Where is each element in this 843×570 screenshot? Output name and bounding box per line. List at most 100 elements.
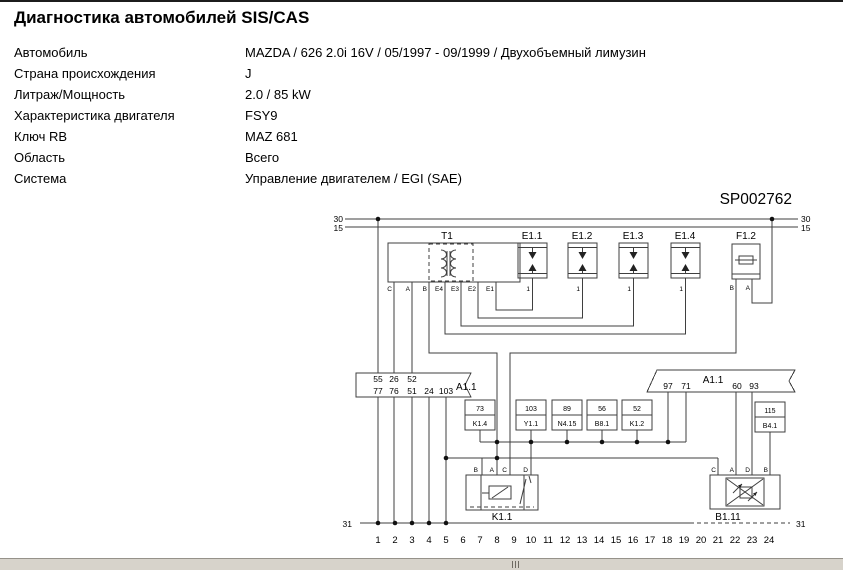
ref-pin: 52 xyxy=(633,406,641,413)
bottom-pin-numbers: 1 2 3 4 5 6 7 8 9 10 11 12 13 14 15 16 1… xyxy=(375,535,774,546)
pin-label: A xyxy=(406,286,411,293)
component-spark-plug-e11: E1.1 1 xyxy=(517,231,548,293)
sensor-icon xyxy=(726,478,764,506)
pin-number: 19 xyxy=(679,535,690,546)
ref-pin: 73 xyxy=(476,406,484,413)
pin-number: 16 xyxy=(628,535,639,546)
ecu-pin: 93 xyxy=(749,381,759,391)
pin-label: 1 xyxy=(627,286,631,293)
pin-label: 1 xyxy=(526,286,530,293)
row-value: MAZ 681 xyxy=(245,129,298,144)
row-value: Управление двигателем / EGI (SAE) xyxy=(245,171,462,186)
pin-label: C xyxy=(502,467,507,474)
component-label: K1.1 xyxy=(492,512,513,523)
scrollbar-grip-icon[interactable] xyxy=(508,561,522,568)
row-label: Литраж/Мощность xyxy=(14,87,126,102)
table-row: Литраж/Мощность 2.0 / 85 kW xyxy=(14,84,646,105)
ref-component: Y1.1 xyxy=(524,421,539,428)
ref-box-k14: 73 K1.4 xyxy=(464,399,496,431)
pin-label: A xyxy=(746,285,751,292)
ecu-pin: 55 xyxy=(373,374,383,384)
ecu-connector-left-a11: 55 26 52 77 76 51 24 103 A1.1 xyxy=(355,372,477,398)
wiring-diagram: SP002762 30 15 30 15 31 31 xyxy=(334,191,811,546)
ref-pin: 115 xyxy=(764,408,775,415)
spark-gap-icon xyxy=(528,247,537,274)
ground-rail: 31 31 xyxy=(343,519,806,529)
component-label: A1.1 xyxy=(456,382,477,393)
ref-component: B4.1 xyxy=(763,423,778,430)
ref-box-y11: 103 Y1.1 xyxy=(515,399,547,431)
pin-number: 18 xyxy=(662,535,673,546)
table-row: Область Всего xyxy=(14,147,646,168)
ecu-connector-right-a11: 97 71 60 93 A1.1 xyxy=(646,369,796,393)
page-title: Диагностика автомобилей SIS/CAS xyxy=(14,8,310,27)
pin-number: 14 xyxy=(594,535,605,546)
pin-number: 4 xyxy=(426,535,431,546)
ref-pin: 89 xyxy=(563,406,571,413)
pin-label: C xyxy=(387,286,392,293)
component-spark-plug-e13: E1.3 1 xyxy=(618,231,649,293)
pin-number: 11 xyxy=(543,535,553,546)
ecu-pin: 77 xyxy=(373,386,383,396)
component-label: F1.2 xyxy=(736,231,756,242)
pin-number: 6 xyxy=(460,535,465,546)
pin-number: 2 xyxy=(392,535,397,546)
pin-label: E4 xyxy=(435,286,443,293)
pin-label: D xyxy=(523,467,528,474)
row-value: MAZDA / 626 2.0i 16V / 05/1997 - 09/1999… xyxy=(245,45,646,60)
row-value: J xyxy=(245,66,252,81)
pin-label: E3 xyxy=(451,286,459,293)
power-rails: 30 15 30 15 xyxy=(334,214,811,233)
row-value: FSY9 xyxy=(245,108,278,123)
pin-label: E1 xyxy=(486,286,494,293)
component-label: E1.3 xyxy=(623,231,644,242)
component-spark-plug-e12: E1.2 1 xyxy=(567,231,598,293)
component-label: E1.4 xyxy=(675,231,696,242)
rail-15-label-left: 15 xyxy=(334,223,344,233)
pin-number: 7 xyxy=(477,535,482,546)
pin-number: 23 xyxy=(747,535,758,546)
transformer-icon xyxy=(440,249,457,278)
pin-number: 9 xyxy=(511,535,516,546)
table-row: Характеристика двигателя FSY9 xyxy=(14,105,646,126)
row-label: Характеристика двигателя xyxy=(14,108,175,123)
ref-component: K1.4 xyxy=(473,421,488,428)
table-row: Страна происхождения J xyxy=(14,63,646,84)
ref-box-n415: 89 N4.15 xyxy=(551,399,583,431)
pin-number: 17 xyxy=(645,535,656,546)
pin-label: B xyxy=(474,467,478,474)
ref-component: K1.2 xyxy=(630,421,645,428)
component-ignition-coil-t1: T1 C A B E4 E3 E2 E1 xyxy=(387,231,521,293)
horizontal-scrollbar[interactable] xyxy=(0,558,843,570)
row-label: Область xyxy=(14,150,66,165)
component-fuse-f12: F1.2 B A xyxy=(730,231,761,292)
rail-31-label-left: 31 xyxy=(343,519,353,529)
pin-label: D xyxy=(745,467,750,474)
row-value: 2.0 / 85 kW xyxy=(245,87,311,102)
pin-label: A xyxy=(490,467,495,474)
diagram-code: SP002762 xyxy=(720,191,792,208)
component-label: T1 xyxy=(441,231,453,242)
pin-number: 13 xyxy=(577,535,588,546)
pin-label: B xyxy=(423,286,427,293)
ecu-pin: 26 xyxy=(389,374,399,384)
component-spark-plug-e14: E1.4 1 xyxy=(670,231,701,293)
ref-box-b41: 115 B4.1 xyxy=(754,401,786,433)
ecu-pin: 51 xyxy=(407,386,417,396)
rail-31-label-right: 31 xyxy=(796,519,806,529)
pin-number: 3 xyxy=(409,535,414,546)
pin-number: 10 xyxy=(526,535,537,546)
pin-label: B xyxy=(730,285,734,292)
ecu-pin: 60 xyxy=(732,381,742,391)
row-value: Всего xyxy=(245,150,280,165)
pin-number: 8 xyxy=(494,535,499,546)
pin-number: 12 xyxy=(560,535,571,546)
rail-30-label-right: 30 xyxy=(801,214,811,224)
ref-box-b81: 56 B8.1 xyxy=(586,399,618,431)
row-label: Страна происхождения xyxy=(14,66,156,81)
pin-label: B xyxy=(764,467,768,474)
